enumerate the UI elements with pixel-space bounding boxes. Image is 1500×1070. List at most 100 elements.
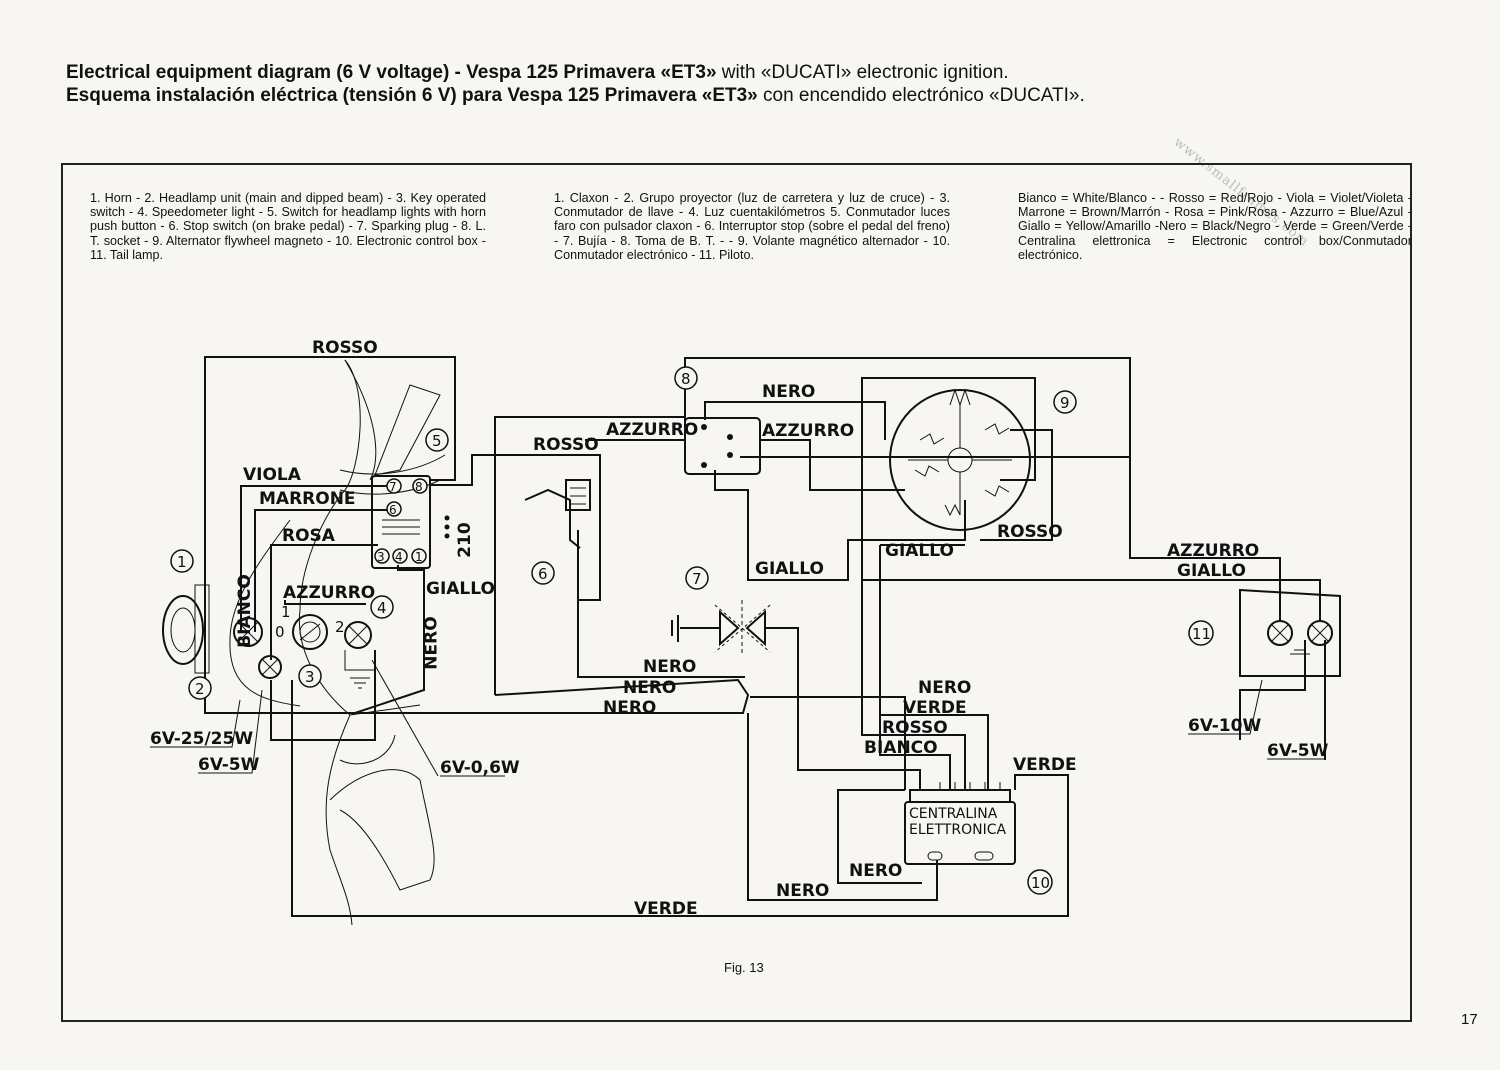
callout-numbers: 1 2 3 4 5 6 7 8 9 10 11 [170, 366, 1214, 895]
label-verde-bottom: VERDE [634, 899, 698, 919]
wire-giallo-tail [861, 377, 1321, 620]
label-nero-3: NERO [603, 698, 656, 718]
spark-plug [671, 600, 771, 656]
label-azzurro-right: AZZURRO [1167, 541, 1259, 561]
label-rosso-low: ROSSO [882, 718, 948, 738]
label-viola: VIOLA [243, 465, 302, 485]
label-rosa: ROSA [282, 526, 336, 546]
label-nero-1: NERO [643, 657, 696, 677]
diagram-frame [61, 163, 1412, 1022]
label-nero-2: NERO [623, 678, 676, 698]
label-bianco-low: BIANCO [864, 738, 938, 758]
label-nero-box: NERO [849, 861, 902, 881]
callout-8: 8 [681, 370, 691, 388]
wire-headlamp-bottom [270, 650, 376, 741]
label-verde-box: VERDE [1013, 755, 1077, 775]
lamp-ratings: 6V-25/25W 6V-5W 6V-0,6W 6V-10W 6V-5W [150, 659, 1329, 778]
rating-tail: 6V-10W [1188, 716, 1261, 736]
label-azzurro-left: AZZURRO [283, 583, 375, 603]
wire-verde-bottom [291, 680, 1069, 917]
callout-11: 11 [1192, 625, 1211, 643]
label-azzurro-mid2: AZZURRO [762, 421, 854, 441]
callout-5: 5 [432, 432, 442, 450]
wire-azzurro-tail-2 [1129, 457, 1281, 620]
switch5-positions: 210 [455, 522, 475, 558]
wire-nero-bottom [747, 713, 938, 901]
title-es-rest: con encendido electrónico «DUCATI». [757, 85, 1085, 106]
label-giallo-right: GIALLO [1177, 561, 1246, 581]
wire-rosso-top [204, 356, 456, 566]
wire-spark-plug [765, 627, 921, 790]
label-giallo-mid: GIALLO [755, 559, 824, 579]
switch5-pin-4: 4 [395, 550, 403, 564]
title-en-bold: Electrical equipment diagram (6 V voltag… [66, 62, 717, 83]
wire-rosso-magneto [980, 429, 1053, 541]
label-nero-top: NERO [762, 382, 815, 402]
speedometer-lamp [344, 621, 375, 689]
label-rosso-mid: ROSSO [533, 435, 599, 455]
electronic-control-box [904, 782, 1016, 865]
switch5-pin-6: 6 [389, 503, 397, 517]
label-bianco-left: BIANCO [235, 574, 255, 648]
label-azzurro-mid1: AZZURRO [606, 420, 698, 440]
wire-nero-mid [494, 416, 685, 695]
wire-bianco-low [879, 545, 951, 790]
label-verde-right: VERDE [903, 698, 967, 718]
terminal-0: 0 [275, 623, 285, 641]
title-line-es: Esquema instalación eléctrica (tensión 6… [66, 84, 1296, 107]
title-en-rest: with «DUCATI» electronic ignition. [716, 62, 1009, 83]
rating-speedo: 6V-0,6W [440, 758, 520, 778]
callout-3: 3 [305, 668, 315, 686]
wiring-harness [204, 356, 1326, 917]
wire-marrone [254, 509, 393, 632]
switch5-pin-7: 7 [389, 480, 397, 494]
wire-giallo-mid [714, 470, 966, 581]
wire-rosso-mid [430, 454, 601, 601]
headlamp-lamp [233, 617, 282, 679]
tail-lamp [1239, 588, 1341, 677]
label-marrone: MARRONE [259, 489, 356, 509]
horn [162, 584, 210, 674]
label-rosso-magneto: ROSSO [997, 522, 1063, 542]
scooter-outline [229, 359, 446, 926]
wire-nero-stop [577, 530, 745, 678]
switch-terminal-labels: 1 0 2 210 [275, 522, 475, 641]
wire-verde-right [880, 714, 989, 790]
wire-nero-box [837, 789, 922, 884]
callout-6: 6 [538, 565, 548, 583]
page-number: 17 [1461, 1011, 1478, 1028]
label-rosso-top: ROSSO [312, 338, 378, 358]
wire-labels: ROSSO VIOLA MARRONE ROSA AZZURRO GIALLO … [235, 338, 1259, 919]
legend-colors: Bianco = White/Blanco - - Rosso = Red/Ro… [1018, 191, 1412, 262]
wire-rosa [270, 544, 378, 660]
wire-rosso-low [861, 580, 966, 790]
switch5-pin-1: 1 [415, 550, 423, 564]
title-line-en: Electrical equipment diagram (6 V voltag… [66, 61, 1296, 84]
stop-switch [524, 479, 591, 549]
title-block: Electrical equipment diagram (6 V voltag… [66, 61, 1296, 107]
key-switch [292, 614, 328, 650]
rating-pilot: 6V-5W [198, 755, 260, 775]
wire-azzurro-left [284, 600, 366, 605]
terminal-2: 2 [335, 618, 345, 636]
wire-nero-tail [1239, 640, 1306, 740]
control-box-line1: CENTRALINA [909, 806, 998, 822]
control-box-label: CENTRALINA ELETTRONICA [909, 806, 1006, 838]
wire-giallo-left [397, 565, 425, 600]
flywheel-magneto [889, 388, 1031, 531]
title-es-bold: Esquema instalación eléctrica (tensión 6… [66, 85, 758, 106]
lt-socket [684, 417, 761, 475]
wire-azzurro-right-mid [760, 439, 905, 491]
rating-headlamp: 6V-25/25W [150, 729, 253, 749]
wire-nero-harness [204, 650, 750, 714]
figure-caption: Fig. 13 [724, 960, 764, 975]
wire-nero-right [750, 696, 906, 790]
label-nero-right: NERO [918, 678, 971, 698]
switch5-pin-8: 8 [415, 480, 423, 494]
wire-nero-top [704, 401, 886, 440]
callout-10: 10 [1031, 874, 1050, 892]
rating-stop: 6V-5W [1267, 741, 1329, 761]
switch5-pins: 7 8 6 3 4 1 [374, 478, 428, 564]
lights-horn-switch [371, 475, 450, 569]
label-nero-vertical: NERO [422, 616, 442, 669]
